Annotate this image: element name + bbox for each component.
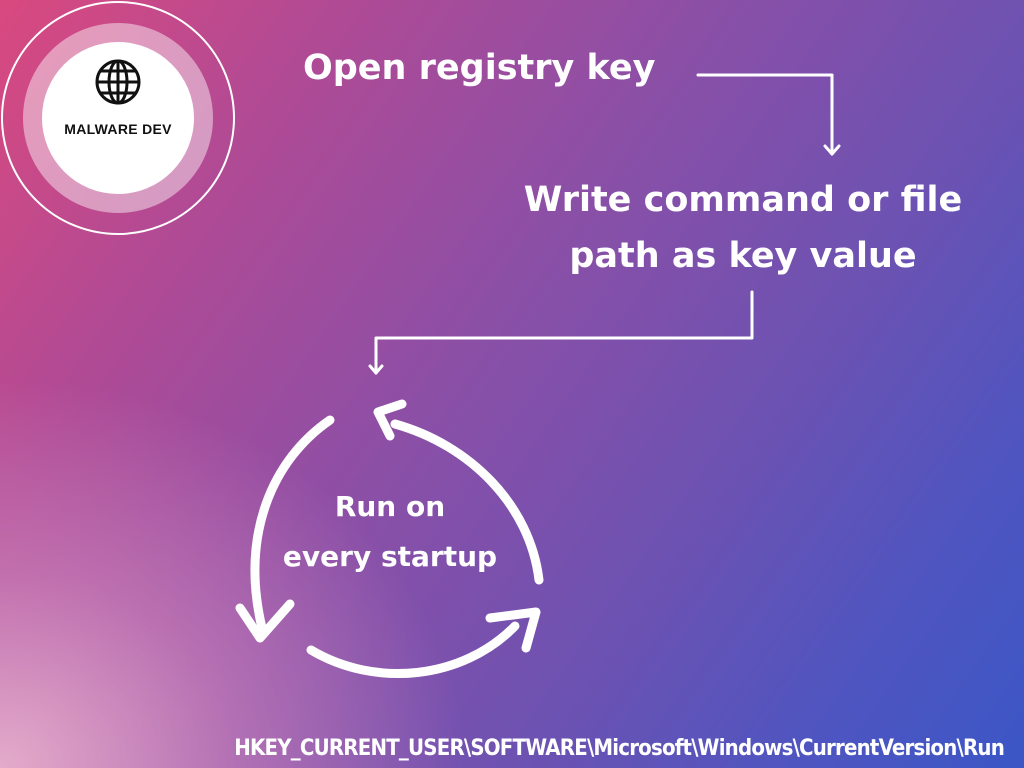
connector-step2-to-cycle bbox=[374, 290, 754, 375]
cycle-arrow-left bbox=[250, 415, 335, 633]
cycle-label-line-2: every startup bbox=[282, 540, 498, 573]
connector-step2-arrowhead bbox=[368, 364, 384, 375]
step-1-line-1: Open registry key bbox=[303, 48, 656, 88]
badge-outer-ring bbox=[1, 1, 235, 235]
step-open-registry-key: Open registry key bbox=[303, 44, 655, 92]
step-2-line-1: Write command or file bbox=[523, 180, 963, 220]
cycle-arrow-left-head bbox=[235, 599, 295, 643]
cycle-arrow-bottom-head bbox=[485, 607, 541, 653]
registry-path: HKEY_CURRENT_USER\SOFTWARE\Microsoft\Win… bbox=[234, 736, 1005, 761]
step-write-key-value: Write command or file path as key value bbox=[504, 172, 982, 284]
cycle-arrow-right bbox=[390, 419, 544, 585]
cycle-arrow-right-head bbox=[373, 399, 407, 441]
connector-step1-arrowhead bbox=[823, 144, 841, 156]
cycle-arrow-bottom bbox=[306, 621, 520, 678]
step-2-line-2: path as key value bbox=[569, 236, 917, 276]
globe-icon bbox=[95, 59, 141, 105]
connector-step1-to-step2 bbox=[696, 73, 834, 156]
badge-label: MALWARE DEV bbox=[64, 121, 172, 137]
cycle-label-line-1: Run on bbox=[334, 490, 446, 523]
cycle-label: Run on every startup bbox=[262, 482, 518, 582]
